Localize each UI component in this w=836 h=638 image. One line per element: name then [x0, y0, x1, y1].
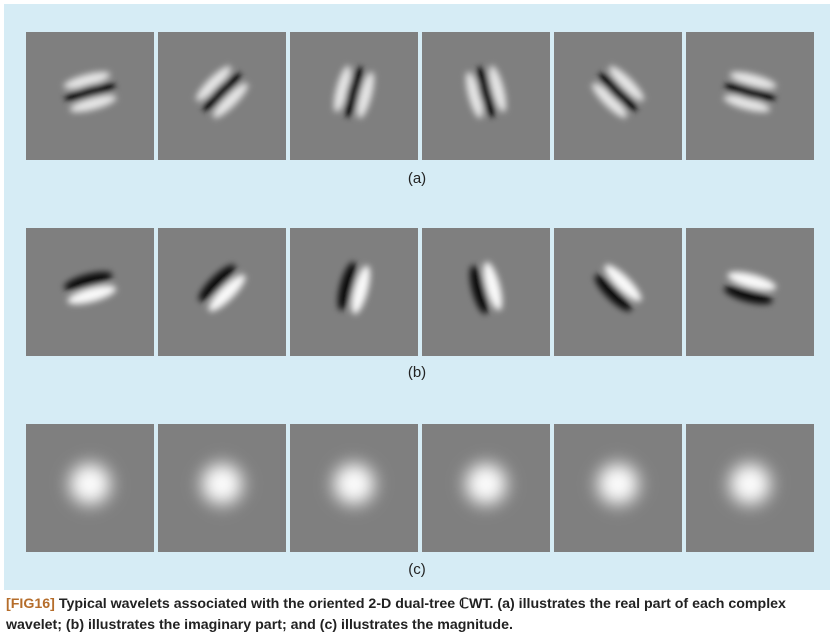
light-lobe — [67, 285, 117, 305]
magnitude-core — [733, 467, 767, 501]
wavelet-tile-magnitude-5 — [554, 424, 682, 552]
wavelet-tile-magnitude-3 — [290, 424, 418, 552]
dark-lobe-center — [476, 66, 496, 118]
dark-lobe-center — [64, 82, 116, 102]
wavelet-tile-real-3 — [290, 32, 418, 160]
light-lobe-right — [69, 95, 117, 113]
light-lobe-left — [592, 82, 628, 118]
figure-number: [FIG16] — [6, 596, 55, 612]
dark-lobe-center — [202, 72, 242, 112]
light-lobe-right — [729, 71, 777, 89]
light-lobe-right — [489, 65, 507, 113]
wavelet-tile-imaginary-6 — [686, 228, 814, 356]
dark-lobe — [337, 261, 357, 311]
dark-lobe — [469, 265, 489, 315]
dark-lobe-center — [598, 72, 638, 112]
magnitude-core — [469, 467, 503, 501]
wavelet-tile-imaginary-5 — [554, 228, 682, 356]
wavelet-tile-imaginary-1 — [26, 228, 154, 356]
dark-lobe — [198, 264, 236, 302]
row-label-b: (b) — [407, 364, 427, 381]
row-label-a: (a) — [407, 170, 427, 187]
caption-text: Typical wavelets associated with the ori… — [6, 596, 786, 633]
light-lobe — [208, 274, 246, 312]
magnitude-core — [73, 467, 107, 501]
light-lobe-left — [63, 71, 111, 89]
wavelet-tile-real-1 — [26, 32, 154, 160]
wavelet-row-imaginary — [4, 228, 830, 358]
wavelet-tile-real-4 — [422, 32, 550, 160]
wavelet-tile-imaginary-4 — [422, 228, 550, 356]
figure-panel: (a) (b) (c) — [4, 4, 830, 590]
wavelet-tile-imaginary-2 — [158, 228, 286, 356]
light-lobe-right — [357, 71, 375, 119]
wavelet-tile-real-2 — [158, 32, 286, 160]
magnitude-core — [601, 467, 635, 501]
wavelet-tile-magnitude-6 — [686, 424, 814, 552]
wavelet-tile-magnitude-2 — [158, 424, 286, 552]
light-lobe-left — [723, 95, 771, 113]
wavelet-tile-real-5 — [554, 32, 682, 160]
figure-caption: [FIG16] Typical wavelets associated with… — [6, 594, 832, 636]
light-lobe-right — [608, 66, 644, 102]
dark-lobe — [594, 274, 632, 312]
dark-lobe — [63, 271, 113, 291]
dark-lobe-center — [724, 82, 776, 102]
dark-lobe — [723, 285, 773, 305]
light-lobe-right — [212, 82, 248, 118]
wavelet-tile-magnitude-4 — [422, 424, 550, 552]
wavelet-row-magnitude — [4, 424, 830, 554]
light-lobe — [727, 271, 777, 291]
wavelet-tile-real-6 — [686, 32, 814, 160]
magnitude-core — [337, 467, 371, 501]
dark-lobe-center — [344, 66, 364, 118]
light-lobe — [604, 264, 642, 302]
magnitude-core — [205, 467, 239, 501]
light-lobe-left — [465, 71, 483, 119]
wavelet-tile-magnitude-1 — [26, 424, 154, 552]
light-lobe-left — [333, 65, 351, 113]
wavelet-tile-imaginary-3 — [290, 228, 418, 356]
wavelet-row-real — [4, 32, 830, 162]
light-lobe — [483, 261, 503, 311]
row-label-c: (c) — [408, 561, 426, 578]
light-lobe-left — [196, 66, 232, 102]
light-lobe — [351, 265, 371, 315]
